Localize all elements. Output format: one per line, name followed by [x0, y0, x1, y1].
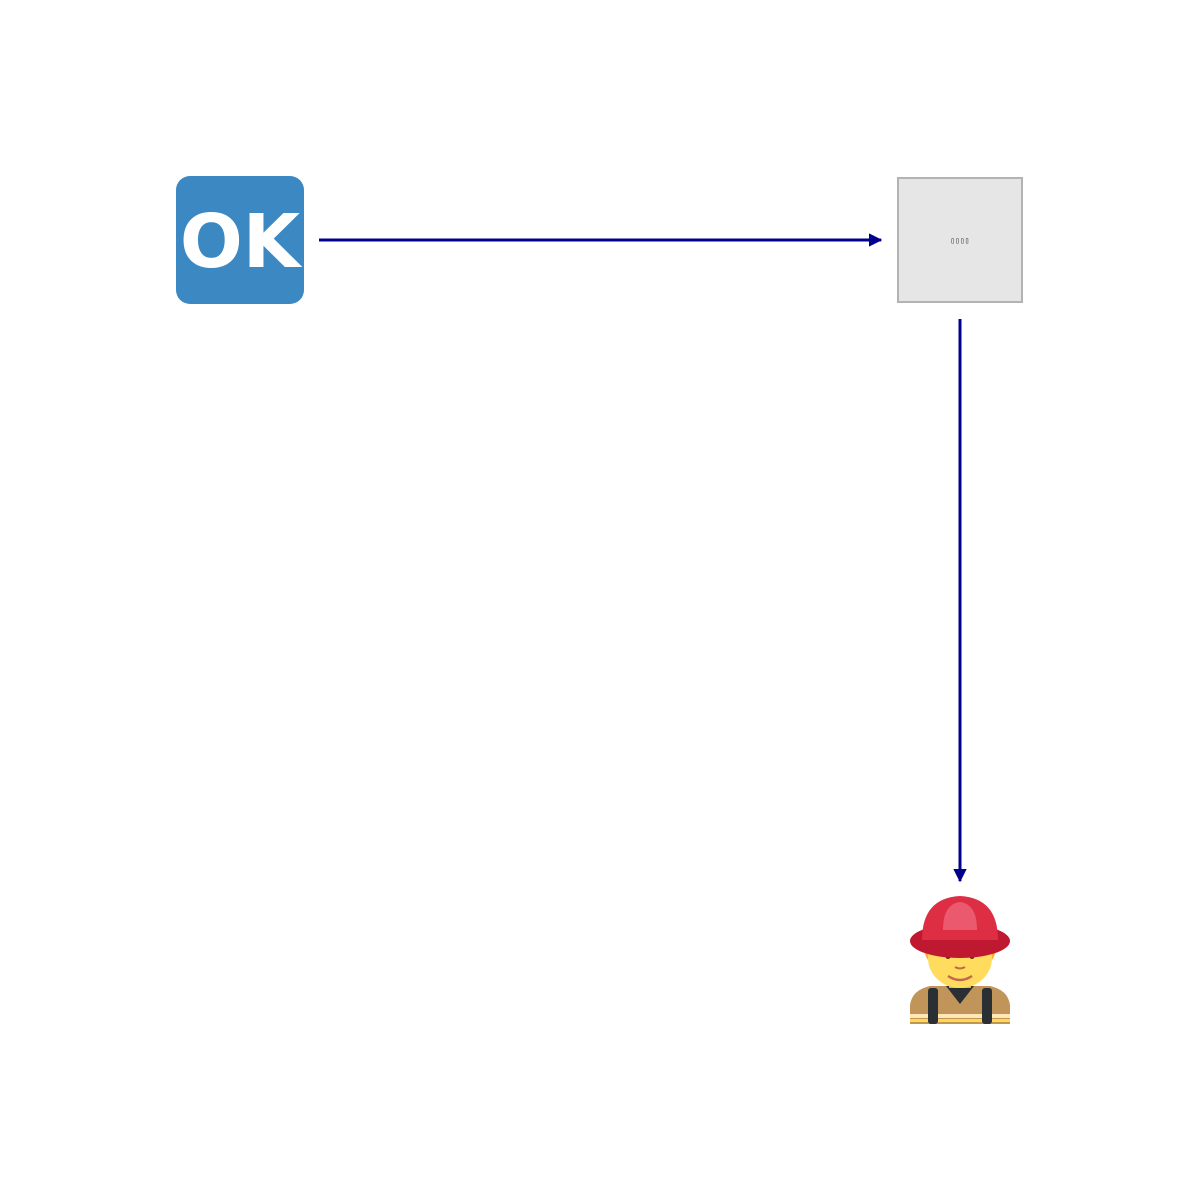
missing-glyph-icon — [897, 177, 1023, 303]
ok-label: OK — [180, 199, 303, 285]
middle-node: ▯▯▯▯ — [897, 177, 1023, 303]
firefighter-node — [910, 896, 1010, 1024]
firefighter-icon — [910, 896, 1010, 1024]
middle-node-label: ▯▯▯▯ — [950, 236, 969, 245]
ok-button-icon — [176, 176, 304, 304]
ok-node: OK — [176, 176, 304, 304]
